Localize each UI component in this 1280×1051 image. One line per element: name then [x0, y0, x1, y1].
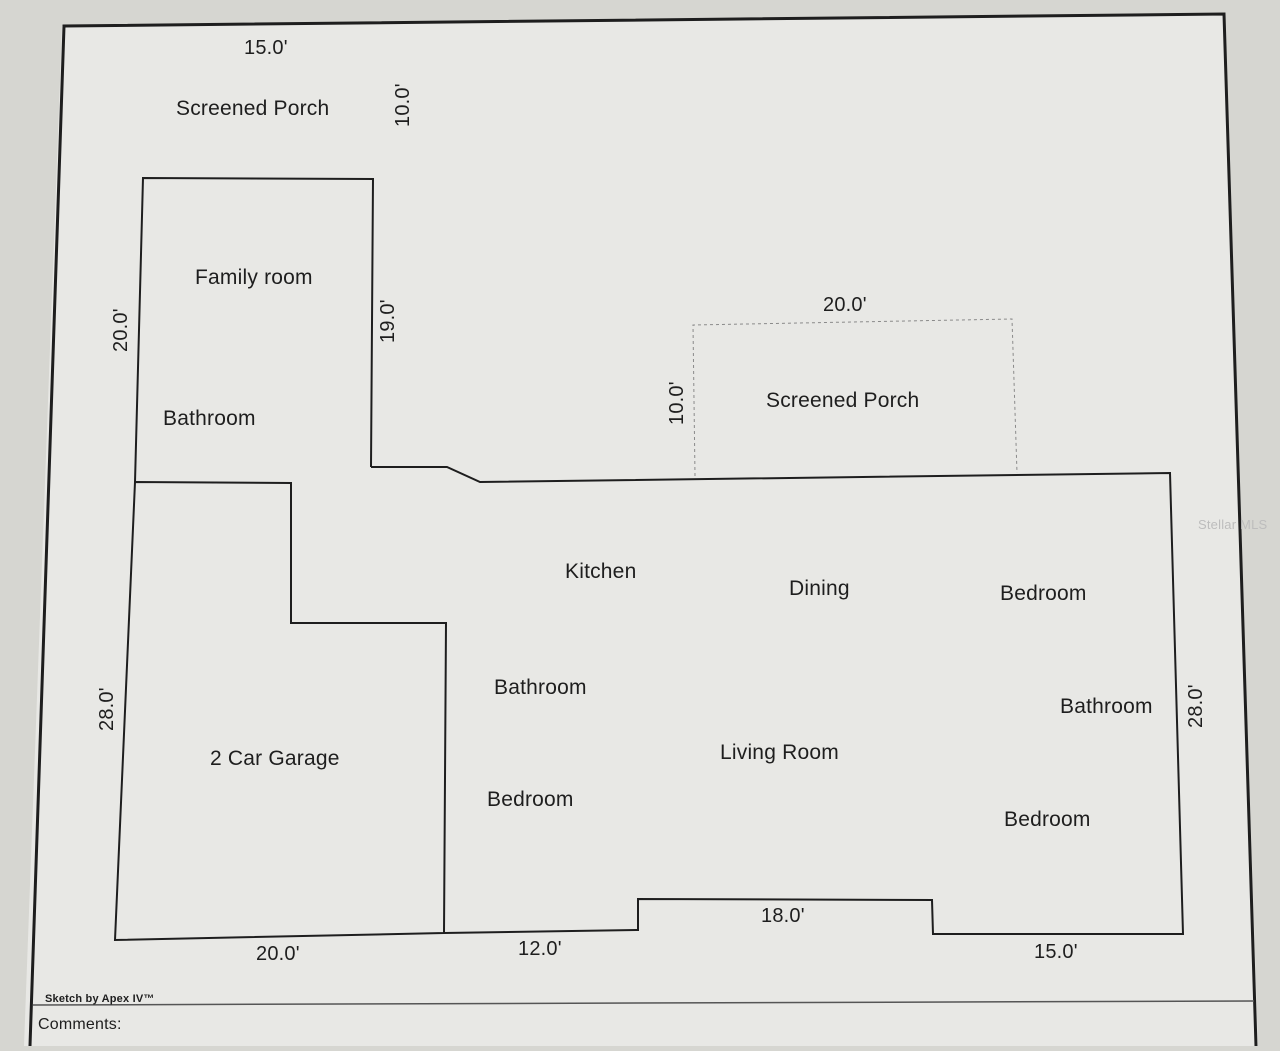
room-label-bedroom-center: Bedroom [487, 788, 574, 811]
paper-sheet [24, 14, 1258, 1046]
dim-bottom-mid: 12.0' [518, 938, 562, 960]
room-label-bedroom-right-top: Bedroom [1000, 582, 1087, 605]
dim-porch-top-width: 15.0' [244, 37, 288, 59]
dim-porch-top-depth: 10.0' [392, 83, 414, 127]
dim-bottom-garage: 20.0' [256, 943, 300, 965]
dim-bottom-right: 15.0' [1034, 941, 1078, 963]
dim-left-lower: 28.0' [96, 687, 118, 731]
room-label-family-room: Family room [195, 266, 313, 289]
dim-porch-right-width: 20.0' [823, 294, 867, 316]
room-label-bathroom-center: Bathroom [494, 676, 587, 699]
house-outline [113, 466, 1185, 942]
outer-frame [28, 12, 1258, 1047]
dim-right-side: 28.0' [1185, 684, 1207, 728]
dim-bottom-bump: 18.0' [761, 905, 805, 927]
room-label-dining: Dining [789, 577, 850, 600]
room-label-screened-porch-top: Screened Porch [176, 97, 330, 120]
family-room-outline [134, 176, 375, 483]
room-label-living-room: Living Room [720, 741, 839, 764]
dim-porch-right-depth: 10.0' [666, 381, 688, 425]
comments-label: Comments: [38, 1016, 122, 1033]
room-label-kitchen: Kitchen [565, 560, 637, 583]
room-label-bathroom-upper: Bathroom [163, 407, 256, 430]
room-label-bedroom-right-bottom: Bedroom [1004, 808, 1091, 831]
sketch-credit: Sketch by Apex IV™ [45, 993, 155, 1005]
screened-porch-dashed-outline [692, 318, 1018, 477]
room-label-bathroom-right: Bathroom [1060, 695, 1153, 718]
room-label-screened-porch-right: Screened Porch [766, 389, 920, 412]
watermark-text: Stellar MLS [1198, 517, 1268, 532]
dim-family-left: 20.0' [110, 308, 132, 352]
dim-family-right: 19.0' [377, 299, 399, 343]
footer-separator [32, 1000, 1255, 1006]
room-label-garage: 2 Car Garage [210, 747, 340, 770]
